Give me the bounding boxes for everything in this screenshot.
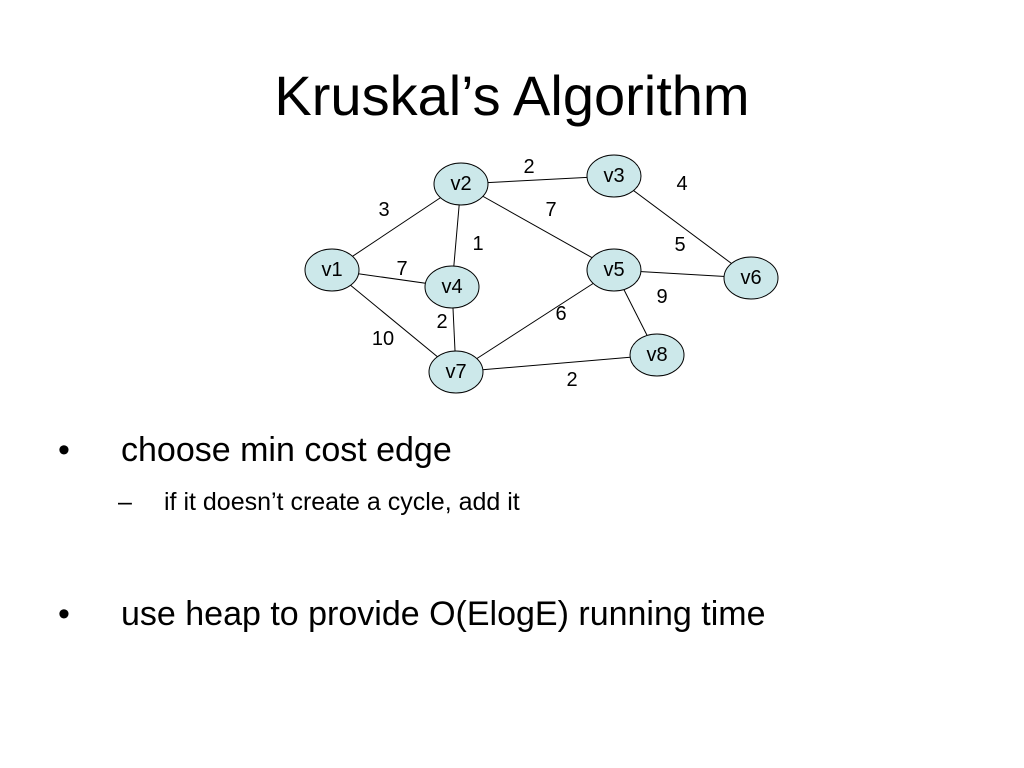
node-label: v4 — [441, 276, 462, 298]
node-label: v3 — [603, 165, 624, 187]
bullet-mark: • — [58, 595, 70, 633]
edge-weight-v5-v8: 9 — [656, 286, 667, 308]
edge-v2-v5 — [460, 183, 615, 271]
node-ellipse — [586, 154, 642, 198]
bullet-text: choose min cost edge — [121, 431, 452, 469]
node-label: v1 — [321, 259, 342, 281]
node-label: v7 — [445, 361, 466, 383]
edge-weight-v1-v7: 10 — [372, 328, 394, 350]
node-label: v6 — [740, 267, 761, 289]
edge-weight-v1-v2: 3 — [378, 199, 389, 221]
edge-weight-v7-v5: 6 — [555, 303, 566, 325]
bullet-text: use heap to provide O(ElogE) running tim… — [121, 595, 766, 633]
node-v6: v6 — [723, 256, 779, 300]
node-ellipse — [424, 265, 480, 309]
sub-bullet-text: if it doesn’t create a cycle, add it — [164, 488, 520, 516]
slide-title: Kruskal’s Algorithm — [274, 64, 750, 127]
node-ellipse — [723, 256, 779, 300]
edge-weight-v1-v4: 7 — [396, 258, 407, 280]
edge-weight-v4-v7: 2 — [436, 311, 447, 333]
node-v1: v1 — [304, 248, 360, 292]
node-ellipse — [304, 248, 360, 292]
sub-bullet-mark: – — [118, 488, 132, 516]
edge-v1-v7 — [331, 269, 457, 373]
node-ellipse — [428, 350, 484, 394]
edge-v7-v8 — [455, 354, 658, 373]
edge-v1-v2 — [331, 183, 462, 271]
node-v2: v2 — [433, 162, 489, 206]
node-label: v8 — [646, 344, 667, 366]
node-ellipse — [629, 333, 685, 377]
edge-weight-v2-v4: 1 — [472, 233, 483, 255]
node-ellipse — [433, 162, 489, 206]
nodes-layer: v1 v2 v3 v4 v5 v6 v7 v8 — [304, 154, 779, 394]
edge-weight-v3-v6: 4 — [676, 173, 687, 195]
node-v4: v4 — [424, 265, 480, 309]
node-label: v5 — [603, 259, 624, 281]
edge-v3-v6 — [613, 175, 752, 279]
node-v7: v7 — [428, 350, 484, 394]
edge-weights-layer: 2 3 4 7 1 5 7 9 6 2 10 2 — [372, 156, 688, 391]
node-v8: v8 — [629, 333, 685, 377]
node-label: v2 — [450, 173, 471, 195]
edge-weight-v5-v6: 5 — [674, 234, 685, 256]
graph-diagram: 2 3 4 7 1 5 7 9 6 2 10 2 v1 v2 v3 v4 v5 v6 v7 v8 — [304, 154, 779, 394]
edges-layer — [331, 175, 752, 373]
edge-v7-v5 — [455, 269, 615, 373]
edge-weight-v2-v5: 7 — [545, 199, 556, 221]
bullet-mark: • — [58, 431, 70, 469]
node-ellipse — [586, 248, 642, 292]
node-v5: v5 — [586, 248, 642, 292]
node-v3: v3 — [586, 154, 642, 198]
edge-weight-v2-v3: 2 — [523, 156, 534, 178]
edge-weight-v7-v8: 2 — [566, 369, 577, 391]
